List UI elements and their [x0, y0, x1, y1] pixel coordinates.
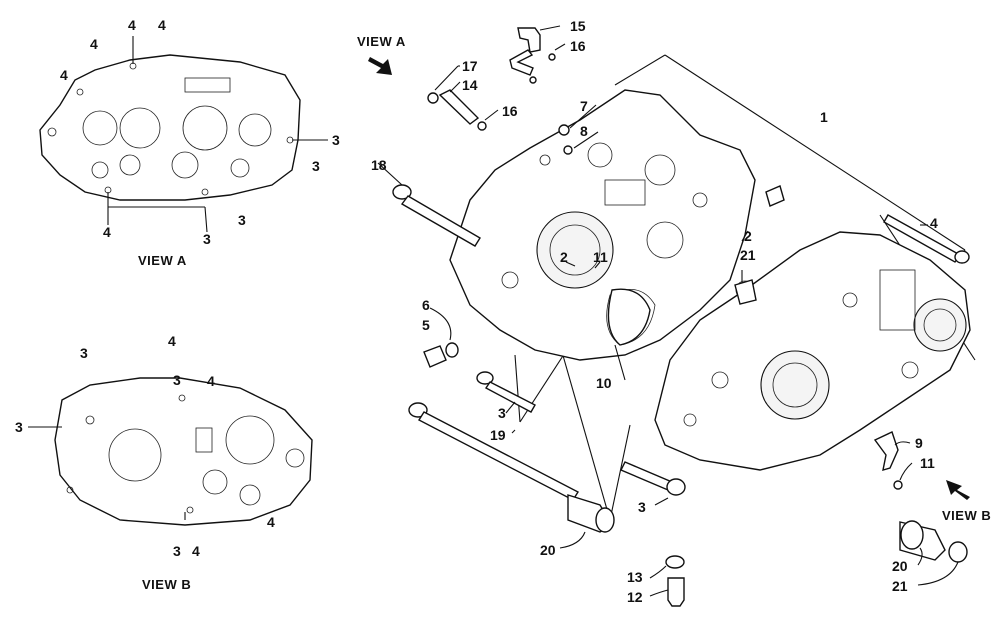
callout: 5 — [422, 317, 430, 333]
callout: 19 — [490, 427, 506, 443]
callout: 10 — [596, 375, 612, 391]
plug — [558, 124, 570, 136]
callout: 15 — [570, 18, 586, 34]
callout: 4 — [168, 333, 176, 349]
oil-plug — [665, 555, 685, 607]
callout: 11 — [920, 455, 935, 471]
callout: 4 — [128, 17, 136, 33]
callout: 3 — [312, 158, 320, 174]
arrow-icon — [946, 480, 970, 500]
view-a-leaders — [107, 36, 328, 233]
callout: 20 — [892, 558, 908, 574]
dowel — [765, 185, 785, 207]
clip — [873, 431, 899, 471]
callout: 4 — [103, 224, 111, 240]
callout: 4 — [267, 514, 275, 530]
view-b-pointer: VIEW B — [942, 508, 991, 523]
long-bolt — [392, 184, 481, 247]
callout: 21 — [892, 578, 908, 594]
view-a-pointer: VIEW A — [357, 34, 406, 49]
callout: 4 — [90, 36, 98, 52]
sleeve — [567, 494, 615, 533]
callout: 4 — [192, 543, 200, 559]
arrow-icon — [368, 57, 392, 75]
callout: 3 — [498, 405, 506, 421]
washer — [563, 145, 573, 155]
view-a-case — [39, 54, 301, 201]
long-through-bolt — [408, 402, 579, 501]
callout: 18 — [371, 157, 387, 173]
callout: 4 — [930, 215, 938, 231]
callout: 16 — [570, 38, 586, 54]
callout: 9 — [915, 435, 923, 451]
dowel-pin — [427, 89, 487, 131]
bolt — [620, 461, 686, 496]
view-a-caption: VIEW A — [138, 253, 187, 268]
callout: 3 — [173, 543, 181, 559]
shift-rod — [509, 27, 556, 84]
callout: 8 — [580, 123, 588, 139]
callout: 3 — [80, 345, 88, 361]
view-b-leaders — [28, 426, 186, 520]
callout: 6 — [422, 297, 430, 313]
callout: 7 — [580, 98, 588, 114]
callout: 3 — [238, 212, 246, 228]
callout: 2 — [744, 228, 752, 244]
callout: 21 — [740, 247, 756, 263]
callout: 13 — [627, 569, 643, 585]
sleeve-right — [899, 520, 968, 563]
callout: 20 — [540, 542, 556, 558]
callout: 2 — [560, 249, 568, 265]
stud-bolt — [883, 214, 970, 264]
gasket — [607, 288, 651, 346]
callout: 4 — [207, 373, 215, 389]
callout: 14 — [462, 77, 478, 93]
callout: 1 — [820, 109, 828, 125]
callout: 4 — [158, 17, 166, 33]
bushing — [734, 279, 757, 305]
callout: 3 — [203, 231, 211, 247]
bolt — [476, 371, 536, 413]
callout: 16 — [502, 103, 518, 119]
view-b-case — [54, 377, 313, 526]
drain-plug — [423, 342, 459, 368]
callout: 3 — [173, 372, 181, 388]
callout: 17 — [462, 58, 478, 74]
callout: 12 — [627, 589, 643, 605]
left-crankcase-half — [449, 89, 756, 361]
view-b-caption: VIEW B — [142, 577, 191, 592]
callout: 3 — [638, 499, 646, 515]
callout: 3 — [332, 132, 340, 148]
callout: 11 — [593, 249, 608, 265]
callout: 3 — [15, 419, 23, 435]
screw — [893, 480, 903, 490]
callout: 4 — [60, 67, 68, 83]
